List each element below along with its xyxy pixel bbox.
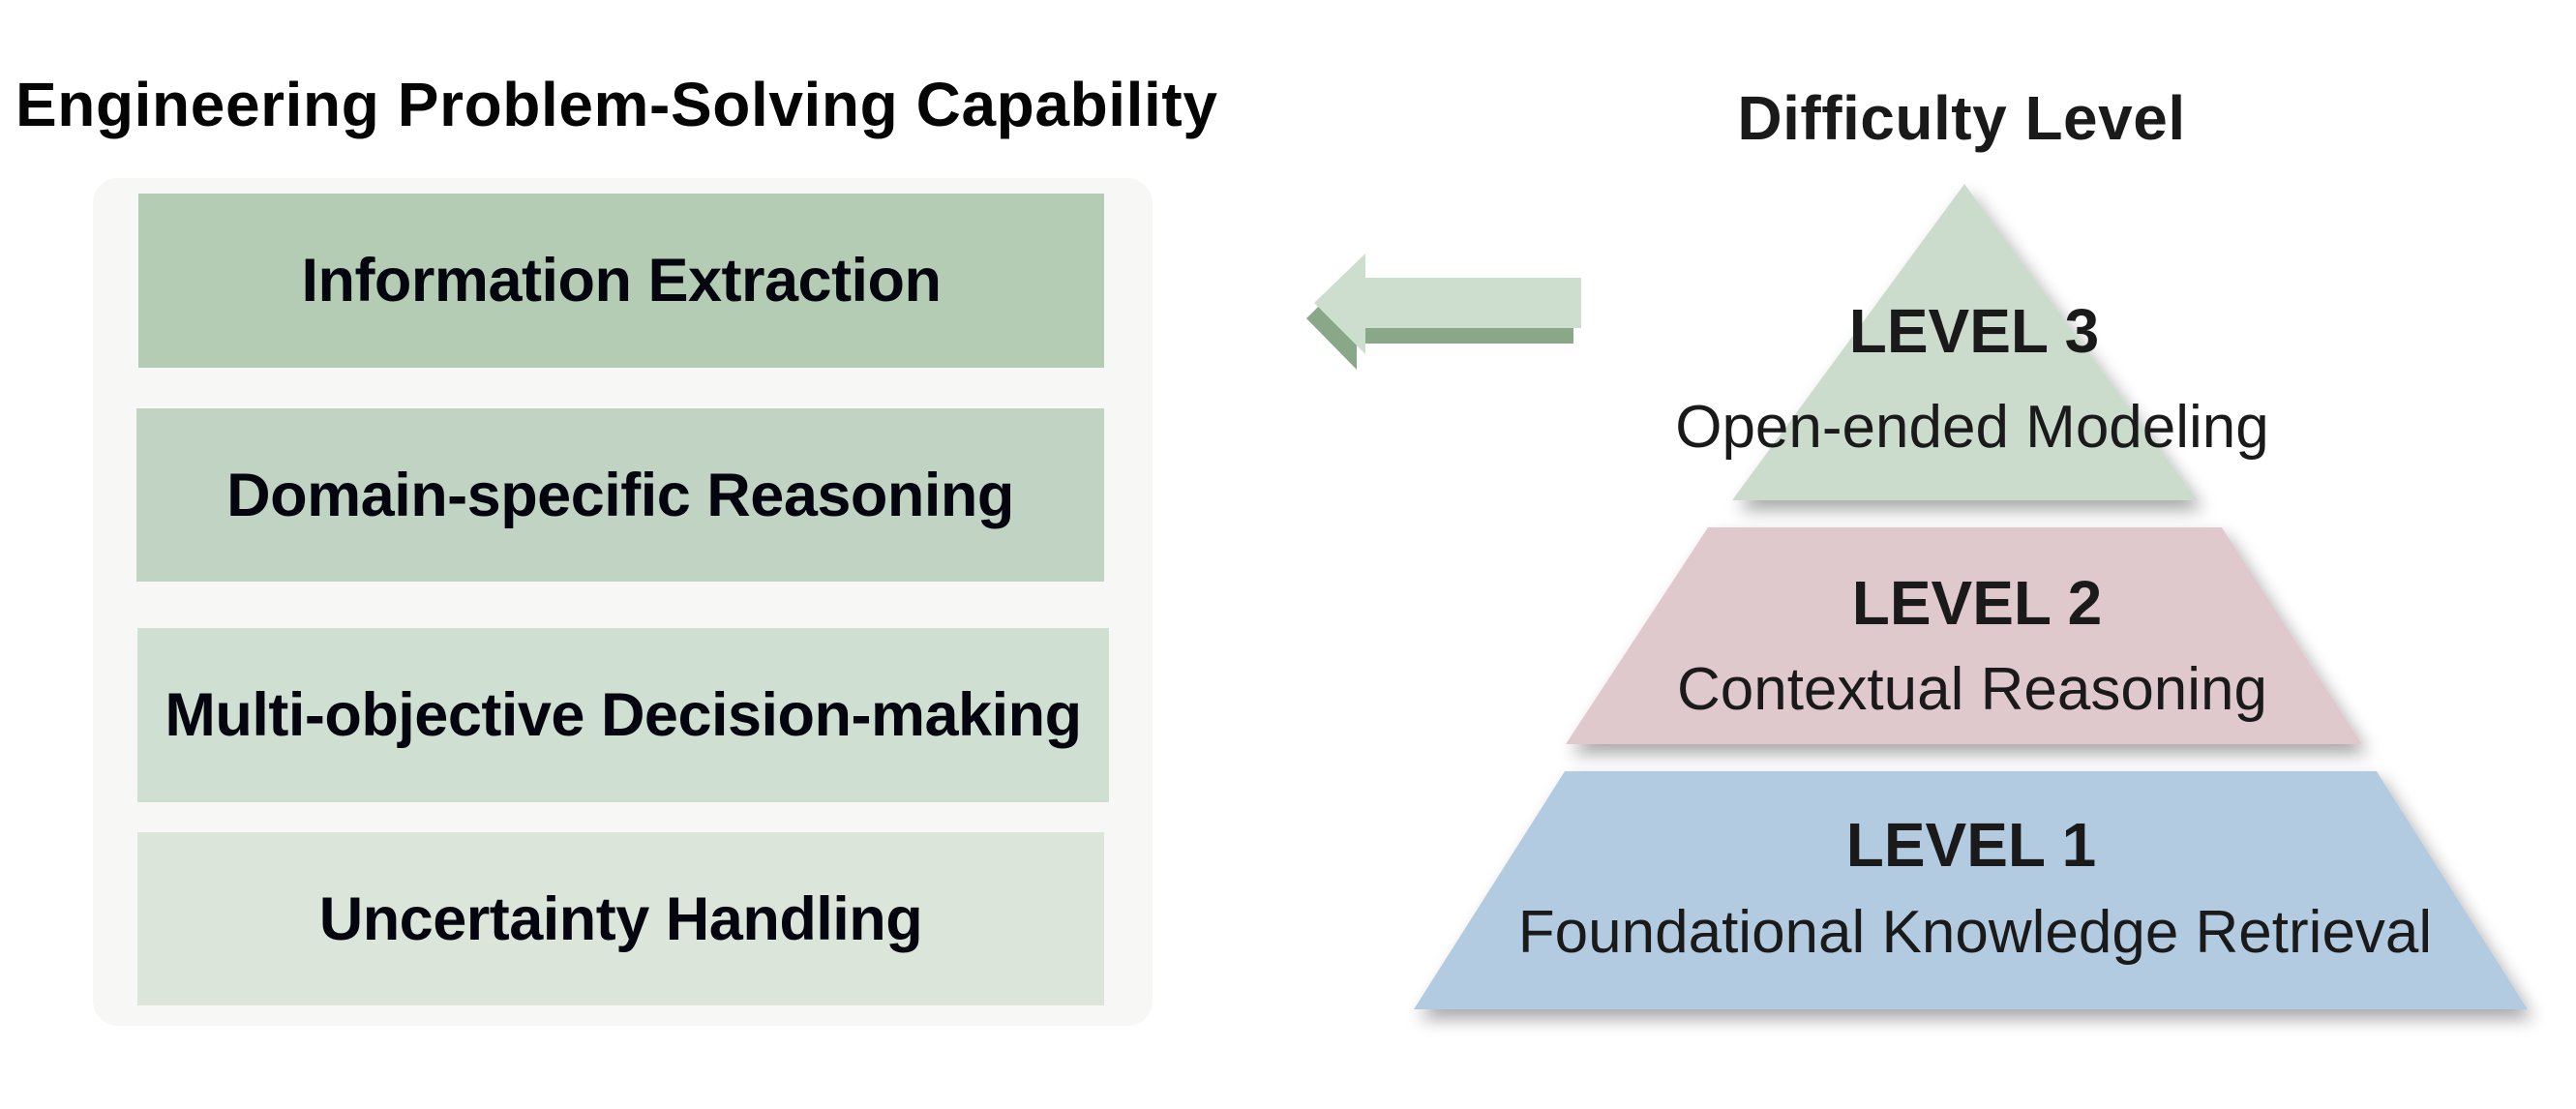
capability-label: Uncertainty Handling [318, 884, 923, 953]
difficulty-pyramid: LEVEL 3 Open-ended Modeling LEVEL 2 Cont… [1414, 184, 2528, 1009]
difficulty-title: Difficulty Level [1737, 83, 2186, 153]
level-2-name: Contextual Reasoning [1677, 656, 2267, 723]
capability-label: Information Extraction [301, 247, 942, 315]
level-1-name: Foundational Knowledge Retrieval [1518, 899, 2432, 966]
arrow-left-icon [1306, 254, 1581, 370]
pyramid-level-1 [1414, 771, 2528, 1009]
level-2-number: LEVEL 2 [1852, 568, 2102, 638]
level-3-number: LEVEL 3 [1849, 296, 2099, 366]
capability-uncertainty-handling: Uncertainty Handling [137, 832, 1104, 1005]
pyramid-level-2 [1566, 527, 2362, 744]
arrow-body [1314, 254, 1581, 354]
capability-domain-specific-reasoning: Domain-specific Reasoning [136, 408, 1104, 582]
capability-multi-objective-decision-making: Multi-objective Decision-making [137, 628, 1109, 802]
capability-information-extraction: Information Extraction [138, 194, 1104, 368]
pyramid-level-3 [1732, 184, 2198, 500]
capability-label: Domain-specific Reasoning [226, 461, 1014, 529]
capability-title: Engineering Problem-Solving Capability [15, 70, 1218, 139]
level-1-number: LEVEL 1 [1846, 810, 2096, 880]
level-3-name: Open-ended Modeling [1675, 394, 2269, 461]
capability-label: Multi-objective Decision-making [165, 681, 1082, 749]
